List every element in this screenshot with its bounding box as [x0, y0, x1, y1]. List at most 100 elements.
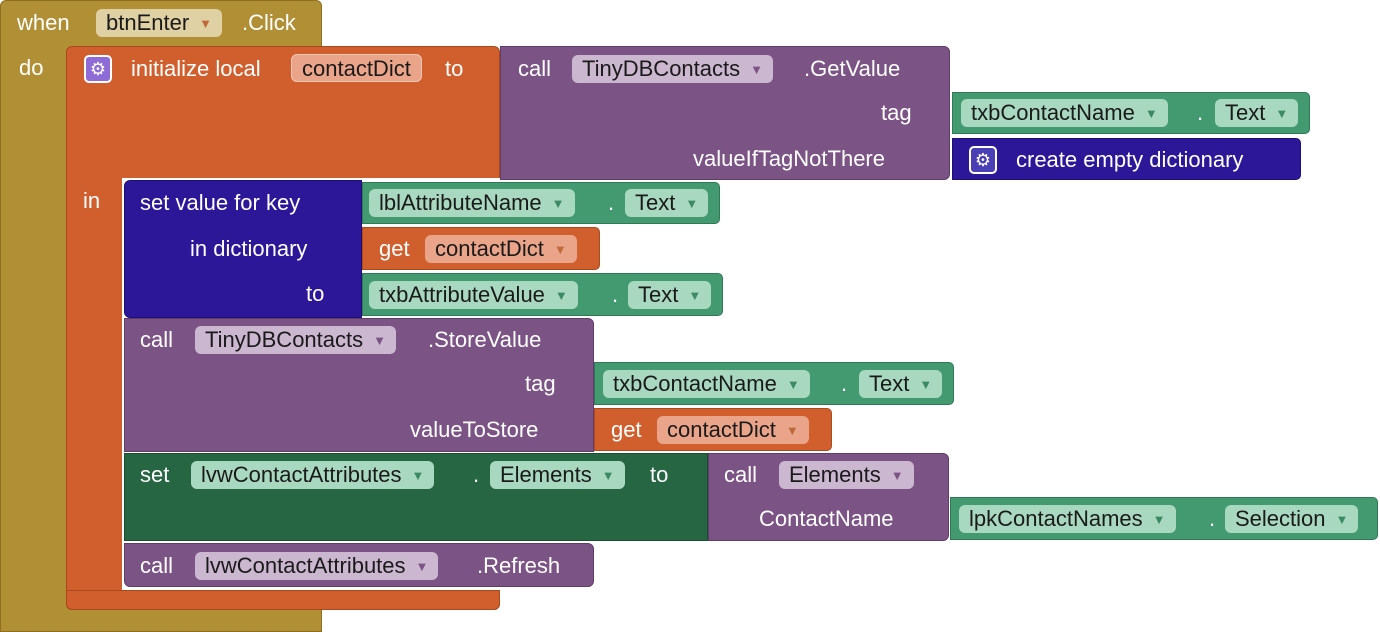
- do-label: do: [19, 55, 44, 80]
- storevalue-tag-component-label: txbContactName: [613, 371, 777, 396]
- getvalue-tag-label: tag: [881, 100, 912, 125]
- chevron-down-icon: ▼: [1144, 106, 1158, 121]
- local-var-name: contactDict: [302, 56, 411, 81]
- setkey-key-component-dropdown[interactable]: lblAttributeName▼: [369, 189, 575, 217]
- chevron-down-icon: ▼: [890, 468, 904, 483]
- storevalue-tag-component-dropdown[interactable]: txbContactName ▼: [603, 370, 810, 398]
- call-label: call: [724, 462, 758, 487]
- chevron-down-icon: ▼: [1152, 512, 1166, 527]
- set-elements-to-label: to: [650, 462, 669, 487]
- in-dictionary-label: in dictionary: [190, 236, 308, 261]
- call-elements-procedure-block[interactable]: call Elements ▼ ContactName: [708, 453, 949, 541]
- setkey-key-prop-label: Text: [635, 190, 676, 215]
- storevalue-value-var-label: contactDict: [667, 417, 776, 442]
- setkey-key-getter[interactable]: lblAttributeName▼ . Text ▼: [362, 182, 720, 224]
- set-elements-component-label: lvwContactAttributes: [201, 462, 402, 487]
- chevron-down-icon: ▼: [685, 196, 699, 211]
- getvalue-tag-component-label: txbContactName: [971, 100, 1135, 125]
- chevron-down-icon: ▼: [551, 196, 565, 211]
- contact-name-arg-getter[interactable]: lpkContactNames ▼ . Selection▼: [950, 497, 1378, 540]
- setkey-value-component-dropdown[interactable]: txbAttributeValue ▼: [369, 281, 578, 309]
- storevalue-call-label: call: [140, 327, 174, 352]
- chevron-down-icon: ▼: [601, 468, 615, 483]
- dot-label: .: [1209, 506, 1216, 531]
- storevalue-block[interactable]: call TinyDBContacts ▼ .StoreValue tag val…: [124, 318, 594, 452]
- chevron-down-icon: ▼: [415, 559, 429, 574]
- storevalue-tag-getter[interactable]: txbContactName ▼ . Text▼: [594, 362, 954, 405]
- dot-label: .: [841, 371, 848, 396]
- refresh-call-label: call: [140, 553, 174, 578]
- chevron-down-icon: ▼: [786, 377, 800, 392]
- set-elements-block[interactable]: set lvwContactAttributes ▼ . Elements ▼ to: [124, 453, 708, 541]
- getvalue-component-label: TinyDBContacts: [582, 56, 741, 81]
- setkey-value-prop-label: Text: [638, 282, 679, 307]
- create-empty-dictionary-block[interactable]: ⚙ create empty dictionary: [952, 138, 1301, 180]
- setkey-value-getter[interactable]: txbAttributeValue▼ . Text▼: [362, 273, 723, 316]
- set-elements-component-dropdown[interactable]: lvwContactAttributes ▼: [191, 461, 435, 489]
- arg-component-dropdown[interactable]: lpkContactNames ▼: [959, 505, 1176, 533]
- setkey-key-prop-dropdown[interactable]: Text ▼: [625, 189, 709, 217]
- getvalue-block[interactable]: call TinyDBContacts ▼ .GetValue tag value…: [500, 46, 950, 180]
- arg-component-label: lpkContactNames: [969, 506, 1143, 531]
- refresh-component-label: lvwContactAttributes: [205, 553, 406, 578]
- contact-name-arg-label: ContactName: [759, 506, 894, 531]
- storevalue-value-label: valueToStore: [410, 417, 539, 442]
- get-label: get: [379, 236, 410, 261]
- storevalue-tag-label: tag: [525, 371, 556, 396]
- storevalue-tag-prop-dropdown[interactable]: Text▼: [859, 370, 943, 398]
- chevron-down-icon: ▼: [1275, 106, 1289, 121]
- set-elements-prop-dropdown[interactable]: Elements ▼: [490, 461, 625, 489]
- to-label: to: [445, 56, 464, 81]
- storevalue-value-var-dropdown[interactable]: contactDict▼: [657, 416, 809, 444]
- local-var-name-field[interactable]: contactDict: [291, 54, 422, 82]
- getvalue-tag-component-dropdown[interactable]: txbContactName ▼: [961, 99, 1168, 127]
- get-label: get: [611, 417, 642, 442]
- procedure-name-label: Elements: [789, 462, 881, 487]
- setkey-value-prop-dropdown[interactable]: Text▼: [628, 281, 712, 309]
- getvalue-method-label: .GetValue: [804, 56, 901, 81]
- initialize-local-bottom-cap: [66, 590, 500, 610]
- setkey-get-dict-block[interactable]: get contactDict ▼: [362, 227, 600, 270]
- chevron-down-icon: ▼: [411, 468, 425, 483]
- setkey-dict-var-label: contactDict: [435, 236, 544, 261]
- setkey-dict-var-dropdown[interactable]: contactDict ▼: [425, 235, 577, 263]
- chevron-down-icon: ▼: [554, 288, 568, 303]
- arg-prop-dropdown[interactable]: Selection▼: [1225, 505, 1359, 533]
- dot-label: .: [473, 462, 480, 487]
- setkey-value-component-label: txbAttributeValue: [379, 282, 545, 307]
- setkey-to-label: to: [306, 281, 325, 306]
- create-empty-dictionary-label: create empty dictionary: [1016, 147, 1244, 172]
- event-component-label: btnEnter: [106, 10, 190, 35]
- procedure-name-dropdown[interactable]: Elements ▼: [779, 461, 914, 489]
- initialize-local-label: initialize local: [131, 56, 261, 81]
- storevalue-method-label: .StoreValue: [428, 327, 542, 352]
- dot-label: .: [608, 190, 615, 215]
- getvalue-call-label: call: [518, 56, 552, 81]
- chevron-down-icon: ▼: [199, 16, 213, 31]
- set-elements-prop-label: Elements: [500, 462, 592, 487]
- in-label: in: [83, 188, 101, 213]
- getvalue-tag-prop-dropdown[interactable]: Text ▼: [1215, 99, 1299, 127]
- refresh-component-dropdown[interactable]: lvwContactAttributes ▼: [195, 552, 439, 580]
- gear-icon[interactable]: ⚙: [84, 55, 112, 83]
- chevron-down-icon: ▼: [919, 377, 933, 392]
- refresh-block[interactable]: call lvwContactAttributes ▼ .Refresh: [124, 543, 594, 587]
- chevron-down-icon: ▼: [553, 242, 567, 257]
- set-value-for-key-block[interactable]: set value for key in dictionary to: [124, 180, 362, 318]
- storevalue-component-label: TinyDBContacts: [205, 327, 364, 352]
- getvalue-tag-getter[interactable]: txbContactName ▼ . Text ▼: [952, 92, 1310, 134]
- refresh-method-label: .Refresh: [477, 553, 561, 578]
- event-name-label: .Click: [242, 10, 296, 35]
- when-label: when: [17, 10, 70, 35]
- gear-icon[interactable]: ⚙: [969, 146, 997, 174]
- dot-label: .: [1197, 100, 1204, 125]
- storevalue-get-dict-block[interactable]: get contactDict▼: [594, 408, 832, 451]
- chevron-down-icon: ▼: [750, 62, 763, 77]
- set-label: set: [140, 462, 170, 487]
- chevron-down-icon: ▼: [373, 333, 386, 348]
- storevalue-component-dropdown[interactable]: TinyDBContacts ▼: [195, 326, 396, 354]
- getvalue-component-dropdown[interactable]: TinyDBContacts ▼: [572, 55, 773, 83]
- getvalue-default-label: valueIfTagNotThere: [693, 146, 885, 171]
- event-component-dropdown[interactable]: btnEnter ▼: [96, 9, 223, 37]
- getvalue-tag-prop-label: Text: [1225, 100, 1266, 125]
